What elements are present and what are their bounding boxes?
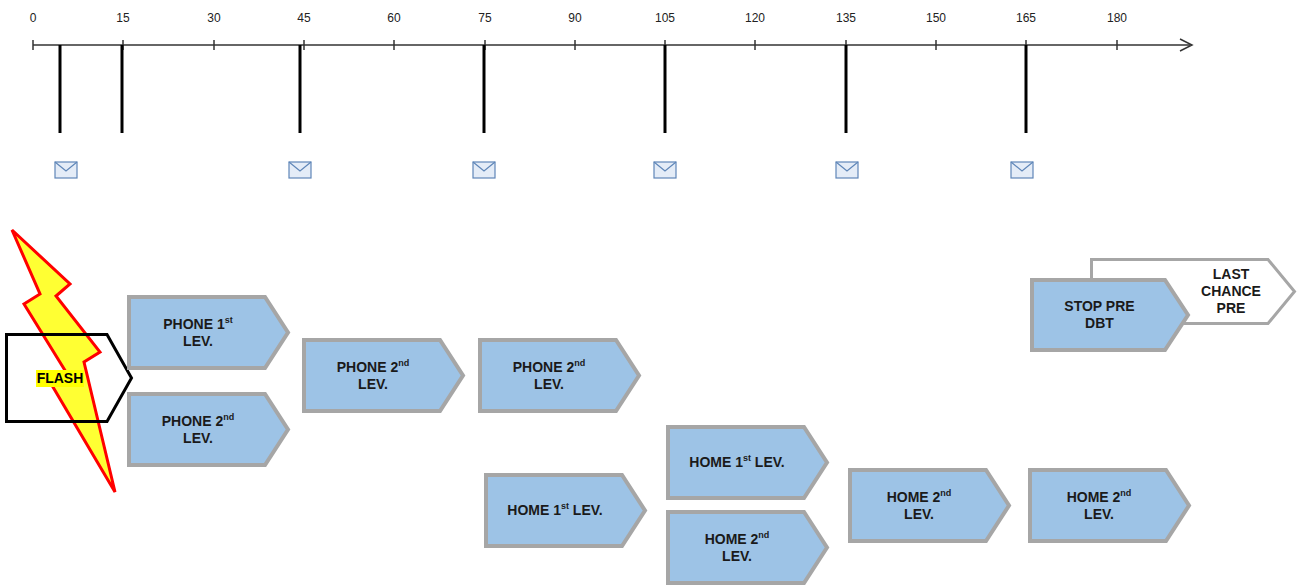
time-label: 45 — [297, 11, 310, 25]
time-label: 105 — [655, 11, 675, 25]
arrow-outline — [850, 470, 1009, 541]
step-label: STOP PRE DBT — [1052, 298, 1148, 332]
arrow-outline — [486, 475, 645, 546]
time-label: 60 — [387, 11, 400, 25]
text-area: HOME 2nd LEV. — [852, 468, 986, 543]
event-arrow: FLASH — [5, 333, 133, 423]
step-arrow: HOME 2nd LEV. — [666, 510, 829, 585]
step-arrow: HOME 2nd LEV. — [848, 468, 1011, 543]
step-arrow: PHONE 1st LEV. — [127, 295, 290, 370]
step-arrow: PHONE 2nd LEV. — [127, 392, 290, 467]
lightning-bolt — [12, 230, 115, 492]
text-area: PHONE 2nd LEV. — [131, 392, 265, 467]
step-arrow: HOME 1st LEV. — [666, 425, 829, 500]
time-label: 30 — [207, 11, 220, 25]
text-area: PHONE 2nd LEV. — [482, 338, 616, 413]
axis-ticks — [33, 40, 1117, 50]
step-label: PHONE 2nd LEV. — [501, 359, 597, 393]
step-label: PHONE 2nd LEV. — [150, 413, 246, 447]
text-area: HOME 1st LEV. — [670, 425, 804, 500]
text-area: PHONE 2nd LEV. — [306, 338, 440, 413]
text-area: HOME 2nd LEV. — [670, 510, 804, 585]
envelope-icons — [55, 162, 1033, 178]
step-label: HOME 1st LEV. — [689, 454, 784, 471]
time-label: 120 — [745, 11, 765, 25]
text-area: FLASH — [17, 333, 103, 423]
step-label: PHONE 1st LEV. — [150, 316, 246, 350]
time-label: 0 — [30, 11, 37, 25]
event-label: FLASH — [36, 370, 85, 387]
step-label: HOME 2nd LEV. — [871, 489, 967, 523]
step-label: HOME 1st LEV. — [507, 502, 602, 519]
time-axis — [33, 44, 1190, 46]
time-label: 150 — [926, 11, 946, 25]
step-arrow: PHONE 2nd LEV. — [302, 338, 465, 413]
arrow-outline — [668, 512, 827, 583]
text-area: PHONE 1st LEV. — [131, 295, 265, 370]
time-label: 180 — [1107, 11, 1127, 25]
arrow-outline — [129, 297, 288, 368]
time-label: 15 — [116, 11, 129, 25]
axis-arrowhead — [1180, 39, 1192, 51]
arrow-outline — [1032, 280, 1188, 350]
arrow-outline — [7, 335, 132, 422]
step-arrow: HOME 1st LEV. — [484, 473, 647, 548]
text-area: HOME 2nd LEV. — [1032, 468, 1166, 543]
text-area: LAST CHANCE PRE — [1194, 258, 1268, 325]
text-area: HOME 1st LEV. — [488, 473, 622, 548]
time-label: 90 — [568, 11, 581, 25]
step-arrow: PHONE 2nd LEV. — [478, 338, 641, 413]
step-label: LAST CHANCE PRE — [1196, 266, 1266, 317]
time-label: 75 — [478, 11, 491, 25]
time-label: 165 — [1016, 11, 1036, 25]
arrow-outline — [480, 340, 639, 411]
step-arrow: STOP PRE DBT — [1030, 278, 1190, 352]
arrow-outline — [668, 427, 827, 498]
time-label: 135 — [836, 11, 856, 25]
step-label: HOME 2nd LEV. — [689, 531, 785, 565]
arrow-outline — [304, 340, 463, 411]
event-markers — [60, 45, 1026, 133]
text-area: STOP PRE DBT — [1034, 278, 1165, 352]
step-label: PHONE 2nd LEV. — [325, 359, 421, 393]
arrow-outline — [1030, 470, 1189, 541]
step-label: HOME 2nd LEV. — [1051, 489, 1147, 523]
step-arrow: HOME 2nd LEV. — [1028, 468, 1191, 543]
arrow-outline — [129, 394, 288, 465]
